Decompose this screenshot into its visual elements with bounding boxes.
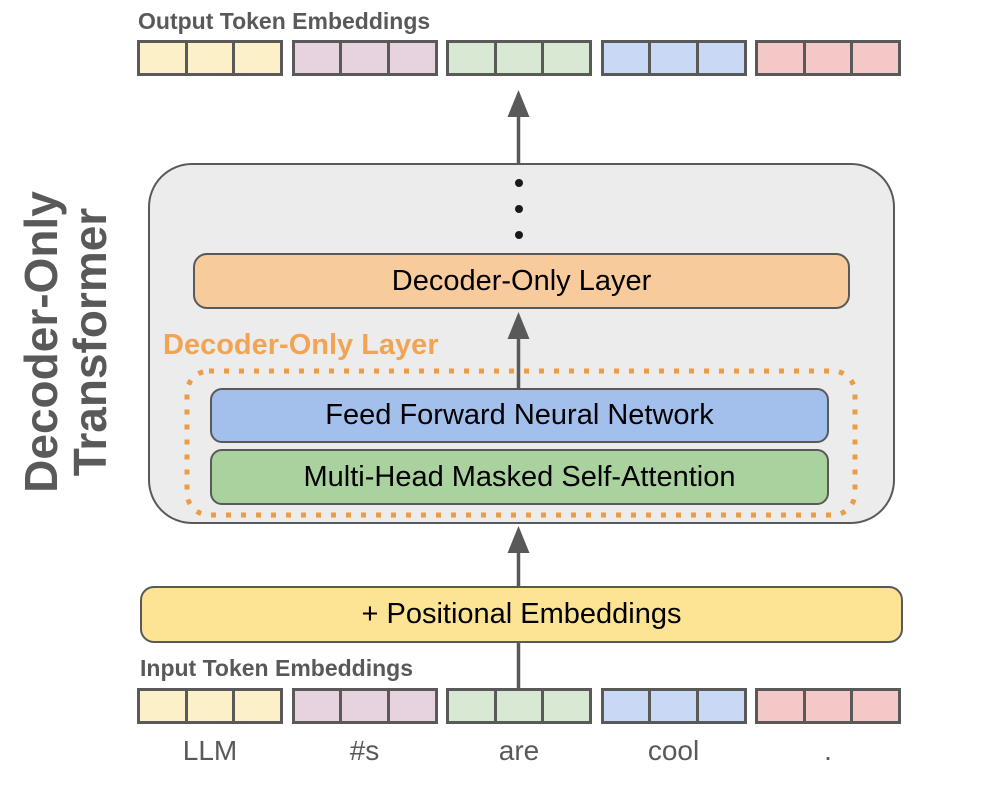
embedding-cell (389, 43, 435, 73)
embedding-cell (496, 43, 542, 73)
token-word-1: #s (349, 735, 380, 766)
output-token-embeddings-row (137, 40, 901, 76)
embedding-cell (651, 691, 696, 721)
ellipsis-dot (515, 179, 523, 187)
positional-embeddings-box-label: + Positional Embeddings (361, 598, 682, 630)
token-embedding-strip-0 (137, 40, 283, 76)
transformer-side-label: Decoder-Only Transformer (15, 142, 117, 542)
token-word-2: are (498, 735, 540, 766)
embedding-cell (544, 691, 590, 721)
token-word-3: cool (647, 735, 700, 766)
embedding-cell (698, 691, 744, 721)
embedding-cell (235, 43, 281, 73)
masked-self-attention-box-label: Multi-Head Masked Self-Attention (303, 460, 736, 493)
token-embedding-strip-4 (755, 40, 901, 76)
token-embedding-strip-0 (137, 688, 283, 724)
token-embedding-strip-2 (446, 688, 592, 724)
embedding-cell (449, 691, 494, 721)
embedding-cell (758, 43, 803, 73)
embedding-cell (187, 43, 233, 73)
embedding-cell (853, 691, 899, 721)
embedding-cell (342, 691, 387, 721)
token-words-row: LLM #s are cool. (137, 735, 901, 767)
ellipsis-dot (515, 205, 523, 213)
embedding-cell (496, 691, 542, 721)
embedding-cell (758, 691, 803, 721)
token-embedding-strip-2 (446, 40, 592, 76)
embedding-cell (603, 691, 649, 721)
embedding-cell (389, 691, 435, 721)
positional-embeddings-box: + Positional Embeddings (140, 586, 903, 643)
embedding-cell (698, 43, 744, 73)
arrow-positional-to-container-head (507, 526, 530, 553)
embedding-cell (544, 43, 590, 73)
token-embedding-strip-1 (291, 688, 438, 724)
embedding-cell (449, 43, 494, 73)
embedding-cell (342, 43, 387, 73)
output-embeddings-label: Output Token Embeddings (138, 8, 431, 34)
embedding-cell (651, 43, 696, 73)
token-word-0: LLM (182, 735, 238, 766)
token-embedding-strip-3 (600, 40, 747, 76)
token-embedding-strip-3 (600, 688, 747, 724)
embedding-cell (294, 691, 340, 721)
embedding-cell (805, 43, 851, 73)
embedding-cell (140, 43, 185, 73)
token-word-4: . (824, 735, 832, 766)
feed-forward-box: Feed Forward Neural Network (210, 388, 829, 443)
stacked-layers-ellipsis (515, 179, 523, 239)
input-embeddings-label: Input Token Embeddings (140, 655, 414, 681)
decoder-only-layer-box: Decoder-Only Layer (193, 253, 850, 309)
embedding-cell (805, 691, 851, 721)
embedding-cell (187, 691, 233, 721)
embedding-cell (853, 43, 899, 73)
token-embedding-strip-1 (291, 40, 438, 76)
decoder-layer-region-label: Decoder-Only Layer (163, 329, 439, 361)
embedding-cell (140, 691, 185, 721)
embedding-cell (603, 43, 649, 73)
masked-self-attention-box: Multi-Head Masked Self-Attention (210, 449, 829, 505)
decoder-only-layer-box-label: Decoder-Only Layer (391, 264, 652, 297)
feed-forward-box-label: Feed Forward Neural Network (325, 399, 714, 431)
transformer-side-label-line1: Decoder-Only (15, 191, 67, 493)
embedding-cell (294, 43, 340, 73)
embedding-cell (235, 691, 281, 721)
arrow-to-output-head (507, 90, 530, 117)
token-embedding-strip-4 (755, 688, 901, 724)
input-token-embeddings-row (137, 688, 901, 724)
ellipsis-dot (515, 231, 523, 239)
transformer-side-label-line2: Transformer (63, 207, 116, 477)
